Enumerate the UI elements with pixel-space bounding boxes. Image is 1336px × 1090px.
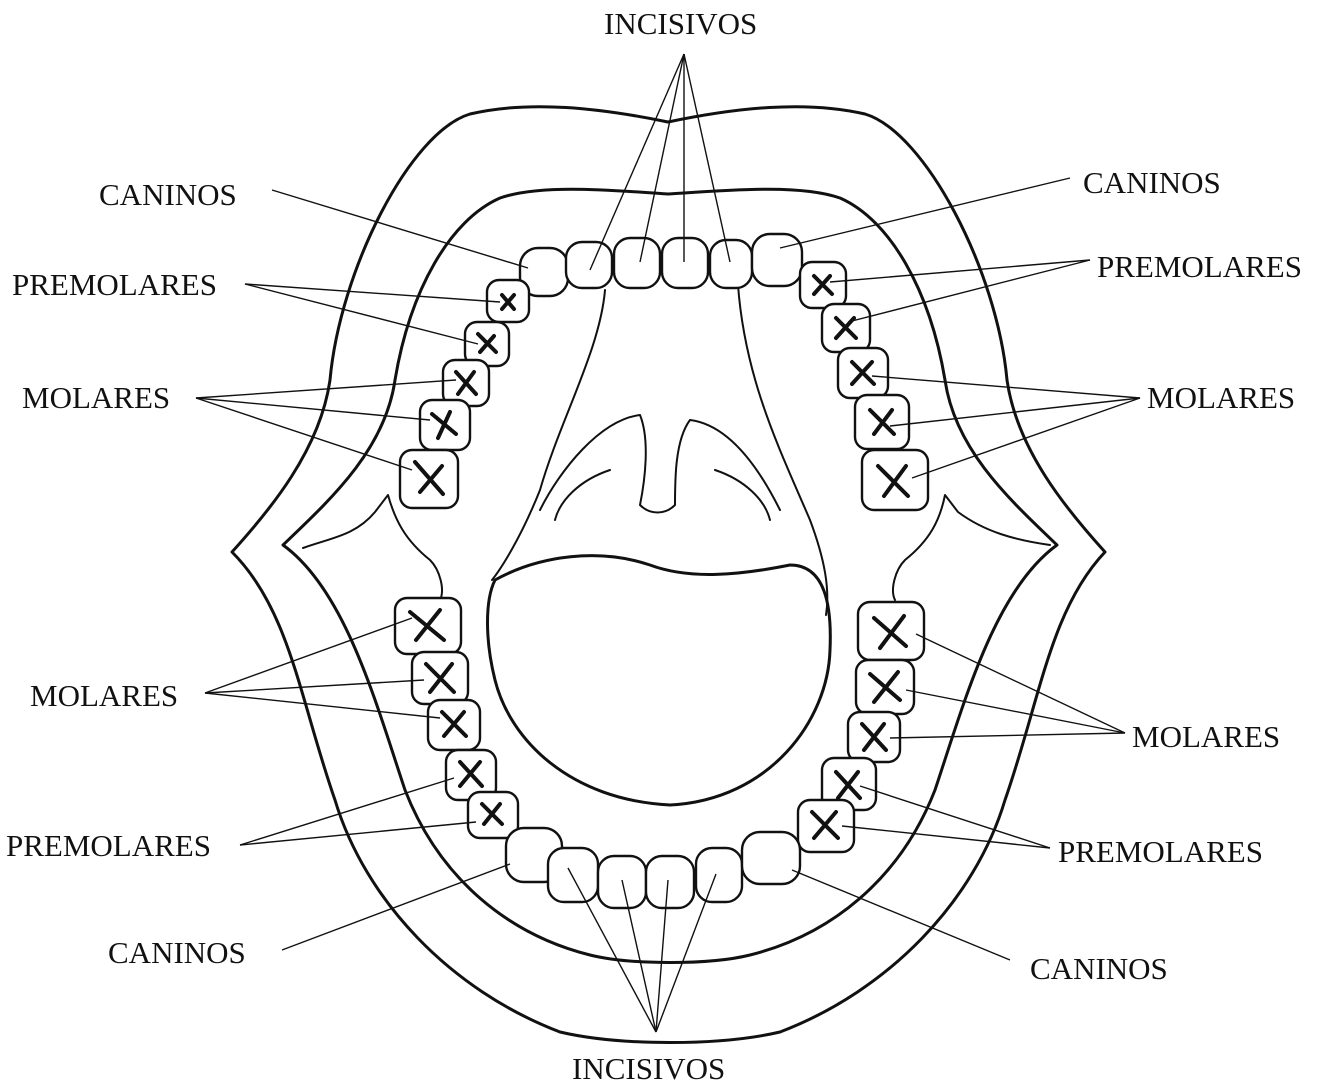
label-premolares-upper-left: PREMOLARES [12, 267, 217, 302]
label-incisivos-top: INCISIVOS [604, 6, 757, 41]
label-molares-lower-right: MOLARES [1132, 719, 1280, 754]
soft-palate-left [555, 470, 610, 520]
label-molares-lower-left: MOLARES [30, 678, 178, 713]
label-molares-upper-left: MOLARES [22, 380, 170, 415]
label-caninos-upper-left: CANINOS [99, 177, 237, 212]
lower-right-back-teeth [798, 602, 924, 852]
upper-incisor-2 [614, 238, 660, 288]
lower-incisor-3 [646, 856, 694, 908]
upper-incisor-1 [566, 242, 612, 288]
lower-left-back-teeth [395, 598, 518, 838]
inner-lip [283, 189, 1057, 962]
upper-left-back-teeth [400, 280, 529, 508]
upper-right-back-teeth [800, 262, 928, 510]
label-premolares-lower-right: PREMOLARES [1058, 834, 1263, 869]
label-molares-upper-right: MOLARES [1147, 380, 1295, 415]
label-caninos-lower-right: CANINOS [1030, 951, 1168, 986]
lower-front-teeth [506, 828, 800, 908]
uvula [540, 415, 780, 513]
upper-incisor-4 [710, 240, 752, 288]
lower-incisor-1 [548, 848, 598, 902]
left-commissure [303, 495, 442, 600]
leader-lines [196, 54, 1140, 1032]
label-caninos-upper-right: CANINOS [1083, 165, 1221, 200]
label-incisivos-bottom: INCISIVOS [572, 1051, 725, 1086]
lower-canine-right [742, 832, 800, 884]
label-caninos-lower-left: CANINOS [108, 935, 246, 970]
tongue [488, 556, 831, 805]
label-premolares-lower-left: PREMOLARES [6, 828, 211, 863]
upper-canine-right [752, 234, 802, 286]
label-premolares-upper-right: PREMOLARES [1097, 249, 1302, 284]
upper-incisor-3 [662, 238, 708, 288]
lower-incisor-4 [696, 848, 742, 902]
upper-front-teeth [520, 234, 802, 296]
